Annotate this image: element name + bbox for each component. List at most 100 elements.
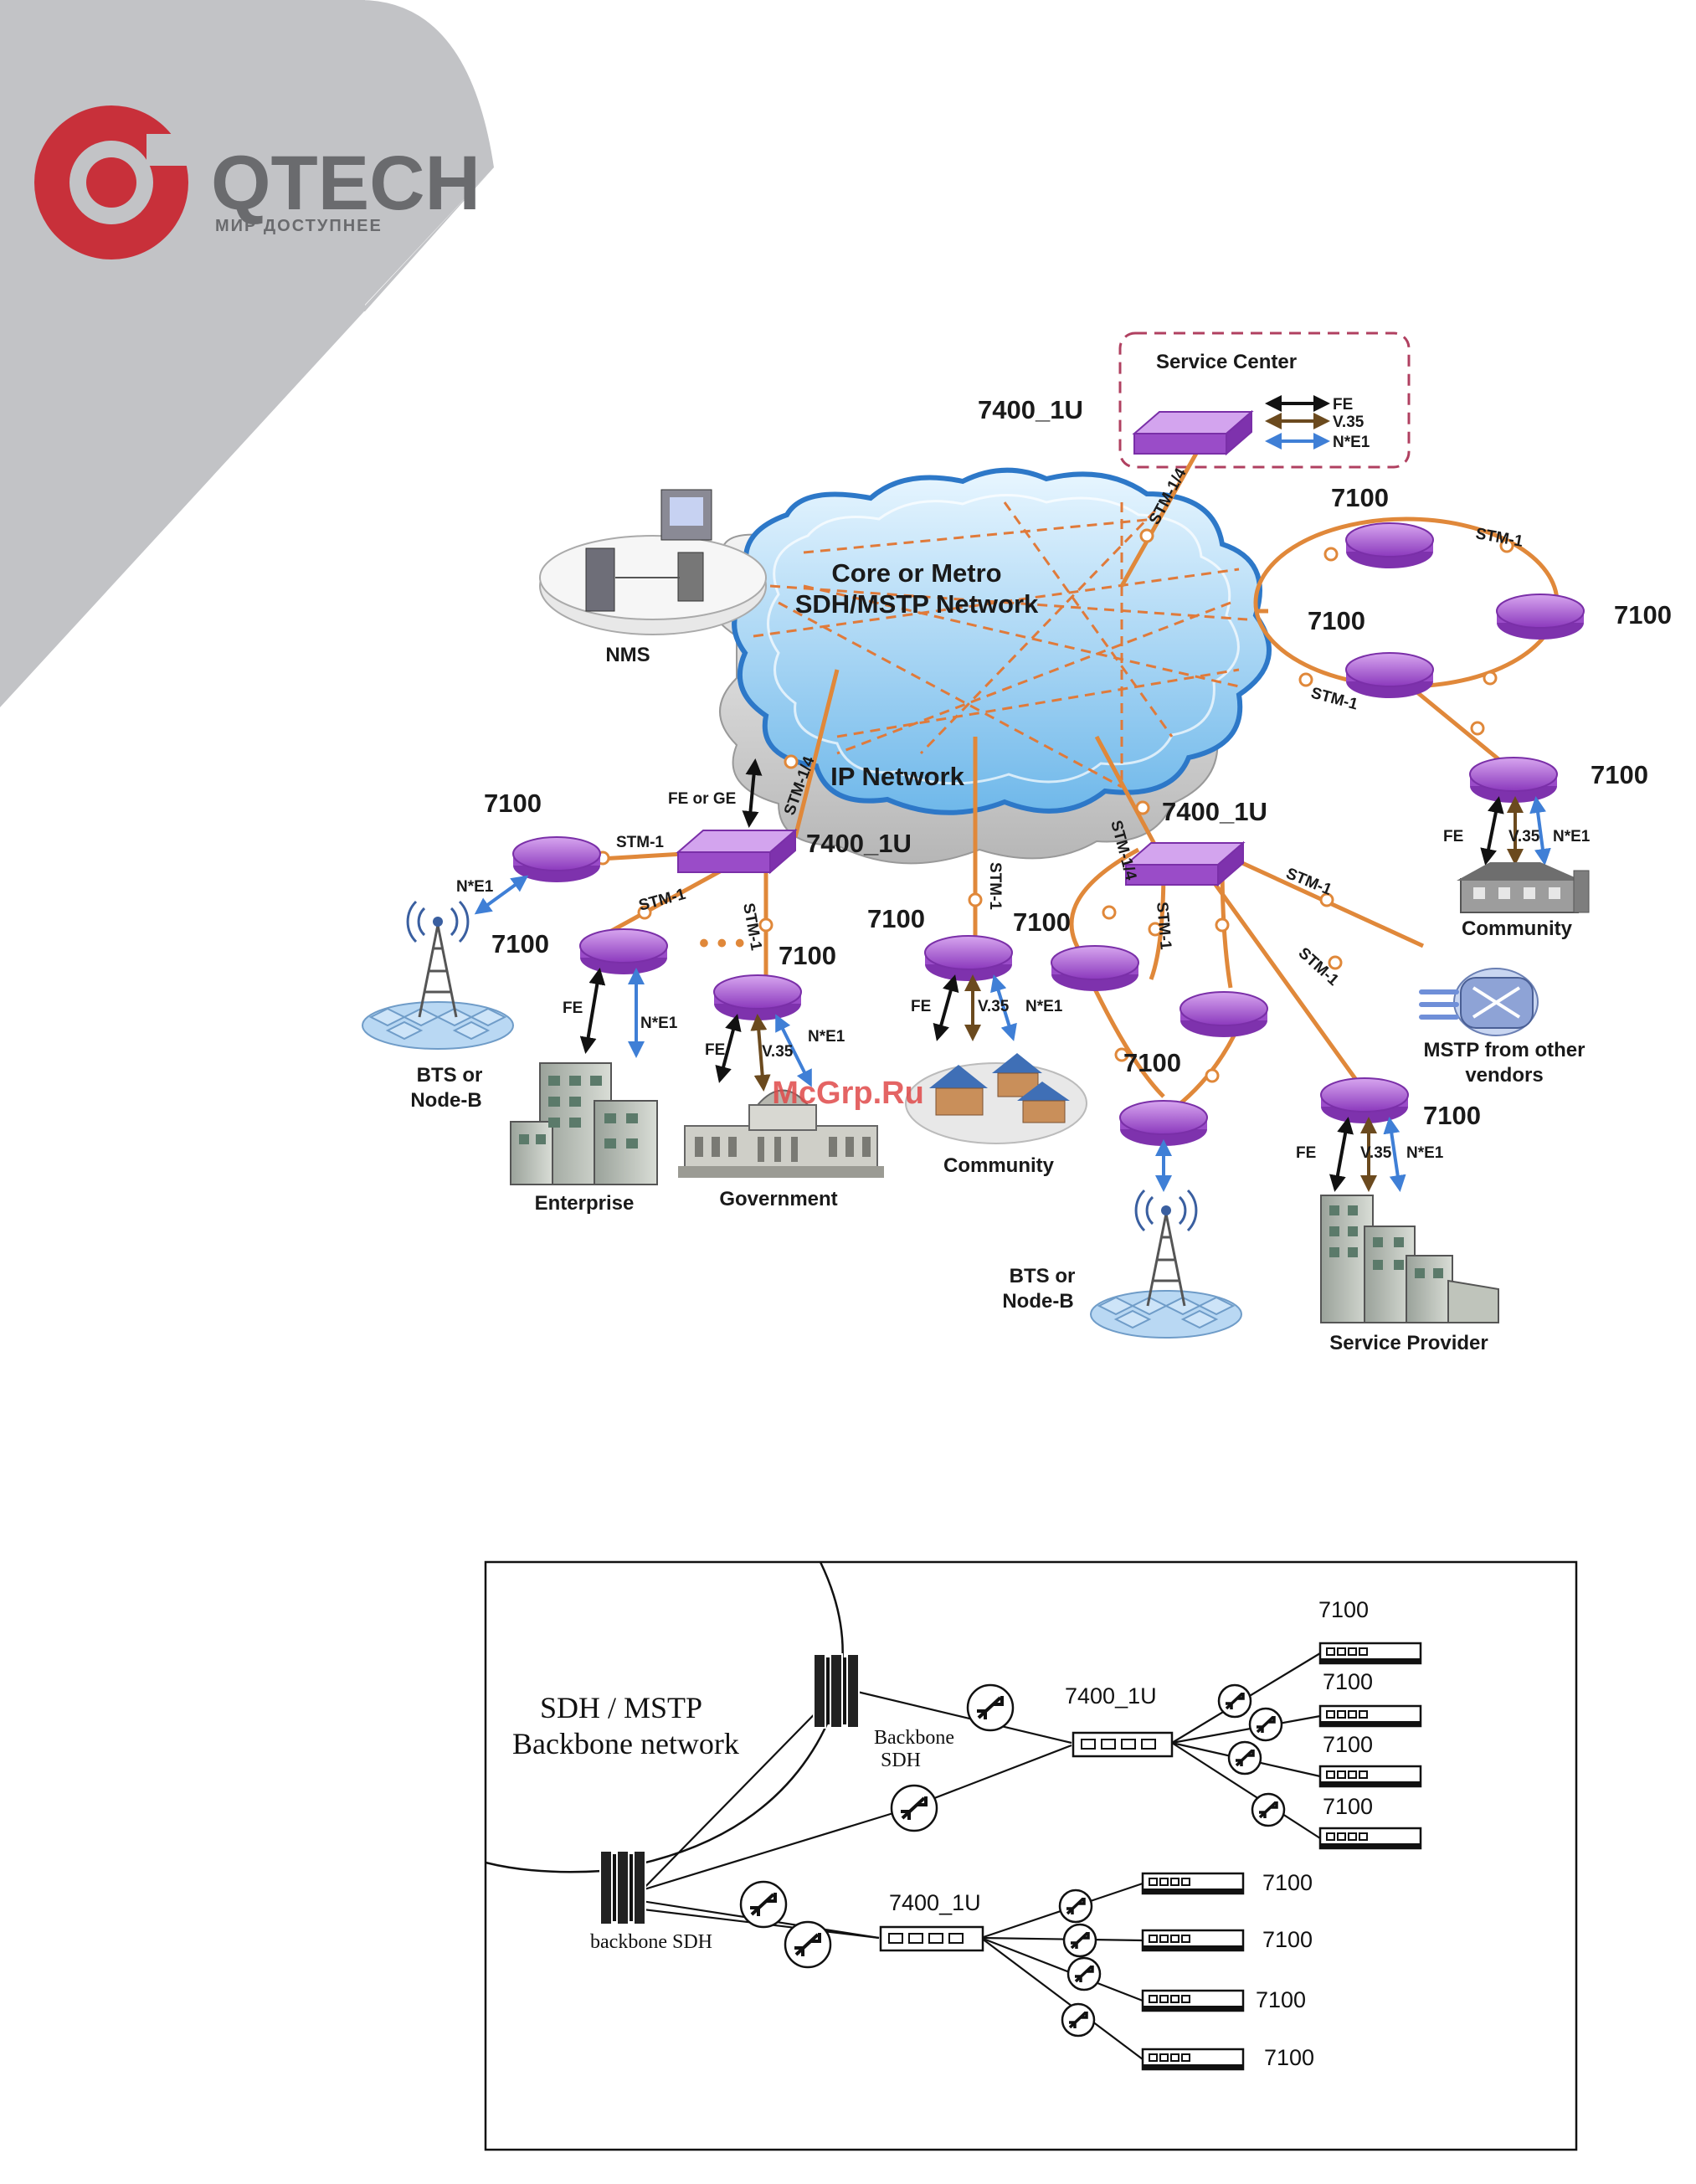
community-right-label: Community [1462,917,1573,940]
bts-left-label-1: BTS or [417,1064,483,1087]
bts-right-label-1: BTS or [1010,1265,1076,1287]
government-label: Government [719,1188,837,1210]
server-icon [585,547,615,612]
radio-link-icon [1058,1889,1093,1924]
label-7100: 7100 [1262,1870,1313,1895]
unit-7100 [1141,1929,1245,1952]
device-7100-loop-left [1051,945,1139,992]
label-v35-service-provider: V.35 [1360,1144,1392,1162]
ip-network-label: IP Network [830,762,964,791]
label-fe-or-ge: FE or GE [668,790,736,808]
label-7400-right: 7400_1U [1162,797,1267,826]
backbone-sdh-lower-icon [599,1850,646,1925]
unit-7100 [1141,1872,1245,1895]
label-7100-community-mid: 7100 [867,904,925,933]
mstp-vendor-icon [1419,968,1539,1036]
bts-tower-left-icon [361,900,515,1051]
diagram-2-title-1: SDH / MSTP [540,1691,702,1724]
service-provider-building-icon [1320,1195,1499,1323]
label-ne1-enterprise: N*E1 [640,1015,678,1032]
legend-ne1: N*E1 [1333,434,1370,451]
radio-link-icon [1062,1923,1097,1958]
radio-link-icon [1217,1683,1252,1719]
bts-right-label-2: Node-B [1002,1290,1073,1313]
unit-7400-lower [879,1925,984,1952]
label-7100: 7100 [1323,1669,1373,1694]
device-7100-ring-right [1496,594,1585,640]
label-7100-ring-top: 7100 [1331,483,1389,512]
diagram-1: Core or Metro SDH/MSTP Network IP Networ… [361,331,1672,1354]
device-7400-left [677,830,796,873]
label-7100-bts-left: 7100 [484,789,542,818]
backbone-sdh-upper-label-2: SDH [881,1750,921,1771]
nms-station [539,489,767,635]
radio-link-icon [1251,1792,1286,1827]
label-fe-government: FE [705,1041,725,1059]
device-7400-service-center [1133,411,1252,455]
label-7100: 7100 [1262,1927,1313,1952]
radio-link-icon [1061,2002,1096,2038]
service-center-label: Service Center [1156,351,1297,373]
label-7100: 7100 [1318,1597,1369,1622]
bts-tower-right-icon [1089,1189,1243,1339]
radio-link-icon [890,1784,938,1832]
unit-7100 [1318,1642,1422,1665]
ellipsis-dots: • • • [699,928,745,959]
label-7100: 7100 [1264,2045,1314,2070]
device-7100-ring-bottom [1345,652,1434,699]
device-7100-service-provider [1320,1077,1409,1124]
label-7100-enterprise: 7100 [491,929,549,958]
mstp-label-2: vendors [1465,1064,1543,1087]
label-7400-lower: 7400_1U [889,1890,981,1915]
legend: FE V.35 N*E1 [1265,395,1370,451]
service-provider-label: Service Provider [1329,1332,1488,1354]
label-7100: 7100 [1323,1732,1373,1757]
label-7100: 7100 [1256,1987,1306,2012]
legend-v35: V.35 [1333,414,1365,431]
label-v35-community-right: V.35 [1508,828,1540,845]
label-ne1-community-right: N*E1 [1553,828,1591,845]
brand-panel [0,0,498,707]
label-ne1-bts: N*E1 [456,878,494,896]
radio-link-icon [966,1683,1015,1732]
label-7100-community-right: 7100 [1591,760,1648,789]
label-fe-community-right: FE [1443,828,1463,845]
radio-link-icon [1227,1740,1262,1775]
qtech-logo: QTECH МИР ДОСТУПНЕЕ [34,105,481,260]
nms-label: NMS [605,644,650,666]
backbone-sdh-upper-label-1: Backbone [874,1727,954,1749]
label-v35-community: V.35 [978,998,1010,1015]
radio-link-icon [1066,1956,1102,1991]
device-7100-ring-top [1345,522,1434,569]
bts-left-label-2: Node-B [410,1089,481,1112]
label-stm1-ring-top: STM-1 [1474,525,1524,551]
community-houses-icon [905,1053,1087,1144]
brand-tagline: МИР ДОСТУПНЕЕ [215,217,383,235]
label-ne1-service-provider: N*E1 [1406,1144,1444,1162]
access-arrows [474,758,1551,1192]
label-7100-ring-center: 7100 [1308,606,1365,635]
unit-7100 [1318,1827,1422,1850]
label-7400-top: 7400_1U [978,395,1083,424]
stm-link-markers [595,528,1514,1083]
diagram-2-title-2: Backbone network [512,1727,739,1760]
label-7100-government: 7100 [779,941,836,970]
unit-7400-upper [1072,1731,1174,1758]
label-stm1-bts: STM-1 [616,834,664,851]
watermark: McGrp.Ru [772,1076,924,1111]
label-7100-service-provider: 7100 [1423,1101,1481,1130]
label-7100-loop-bottom: 7100 [1123,1048,1181,1077]
label-7400-upper: 7400_1U [1065,1683,1157,1709]
radio-link-icon [1248,1707,1283,1742]
legend-fe: FE [1333,396,1353,414]
community-right-icon [1457,862,1590,913]
device-7100-government [713,974,802,1021]
label-stm1-enterprise: STM-1 [637,886,688,915]
label-fe-community: FE [911,998,931,1015]
device-7100-enterprise [579,928,668,975]
brand-name: QTECH [211,141,481,226]
backbone-sdh-upper-icon [813,1653,860,1729]
label-7100: 7100 [1323,1794,1373,1819]
label-v35-government: V.35 [762,1043,794,1061]
label-7400-left: 7400_1U [806,829,912,858]
